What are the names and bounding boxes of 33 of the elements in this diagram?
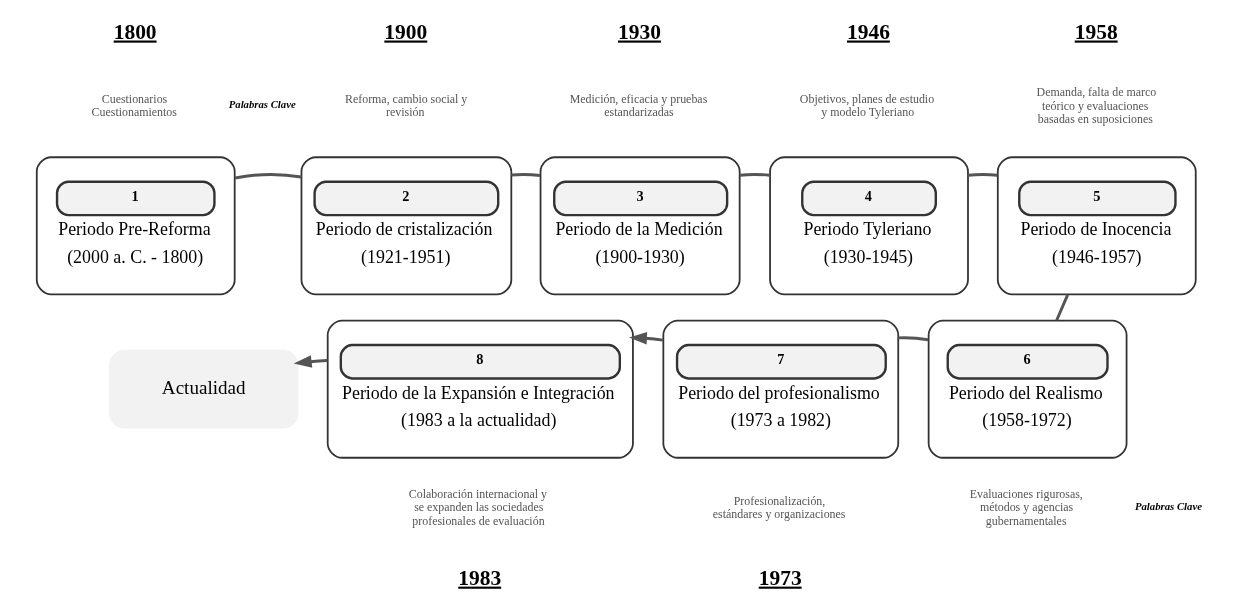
connector xyxy=(739,172,770,177)
connector xyxy=(898,336,929,342)
node-label: Objetivos, planes de estudio y modelo Tyleriano xyxy=(799,92,935,120)
node-box: 7 Periodo del profesionalismo (1973 a 1982) xyxy=(662,319,900,459)
node-box: 1 Periodo Pre-Reforma (2000 a. C. - 1800) xyxy=(35,156,236,296)
node-label: Cuestionarios Cuestionamientos xyxy=(91,92,177,120)
node-label: Medición, eficacia y pruebas estandarizadas xyxy=(569,92,708,120)
node-box: 2 Periodo de cristalización (1921-1951) xyxy=(300,156,513,296)
node-label: Reforma, cambio social y revisión xyxy=(344,92,468,120)
connector xyxy=(234,172,302,180)
label: 1946 xyxy=(846,19,890,44)
connector xyxy=(968,172,998,177)
connector xyxy=(1055,294,1069,321)
node-box: 8 Periodo de la Expansión e Integración (1983 a la actualidad) xyxy=(326,319,634,459)
node-box: 3 Periodo de la Medición (1900-1930) xyxy=(539,156,741,296)
node-label: Demanda, falta de marco teórico y evaluaciones basadas en suposiciones xyxy=(1036,85,1157,126)
connector xyxy=(511,172,541,177)
label: Palabras Clave xyxy=(1134,499,1202,512)
label: 1958 xyxy=(1074,19,1118,44)
label: Palabras Clave xyxy=(228,98,296,111)
node-label: Evaluaciones rigurosas, métodos y agencias gubernamentales xyxy=(969,487,1083,528)
arrow xyxy=(628,332,664,345)
node-box: Actualidad xyxy=(108,349,299,429)
label: 1900 xyxy=(384,19,428,44)
node-box: 4 Periodo Tyleriano (1930-1945) xyxy=(769,156,969,296)
node-label: Profesionalización, estándares y organizaciones xyxy=(712,493,846,521)
node-box: 6 Periodo del Realismo (1958-1972) xyxy=(927,319,1128,459)
node-label: Colaboración internacional y se expanden las sociedades profesionales de evaluación xyxy=(408,487,547,528)
label: 1983 xyxy=(458,565,502,590)
label: 1930 xyxy=(618,19,661,44)
label: 1800 xyxy=(113,19,157,44)
node-box: 5 Periodo de Inocencia (1946-1957) xyxy=(996,156,1197,296)
label: 1973 xyxy=(758,565,802,590)
